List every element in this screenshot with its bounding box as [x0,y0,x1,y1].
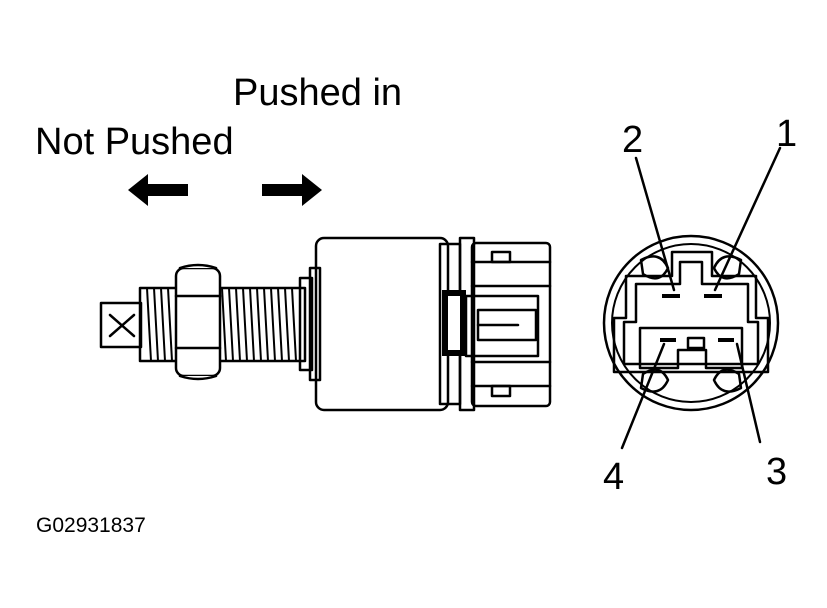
terminal-1 [704,294,722,298]
terminal-4 [660,338,676,342]
connector-housing [442,241,552,408]
terminal-2 [662,294,680,298]
plunger-tip [99,301,143,349]
terminal-3 [718,338,734,342]
hex-nut [174,263,222,381]
pin-4-label: 4 [603,456,625,498]
not-pushed-label: Not Pushed [35,121,234,163]
leader-lines [620,146,782,450]
pushed-in-label: Pushed in [233,72,403,114]
pin-1-label: 1 [776,113,798,155]
pin-2-label: 2 [622,119,644,161]
right-arrow-icon [262,174,322,206]
figure-code-label: G02931837 [36,514,146,537]
pin-3-label: 3 [766,451,788,493]
connector-face [602,234,780,412]
threaded-shaft [138,286,307,363]
left-arrow-icon [128,174,188,206]
